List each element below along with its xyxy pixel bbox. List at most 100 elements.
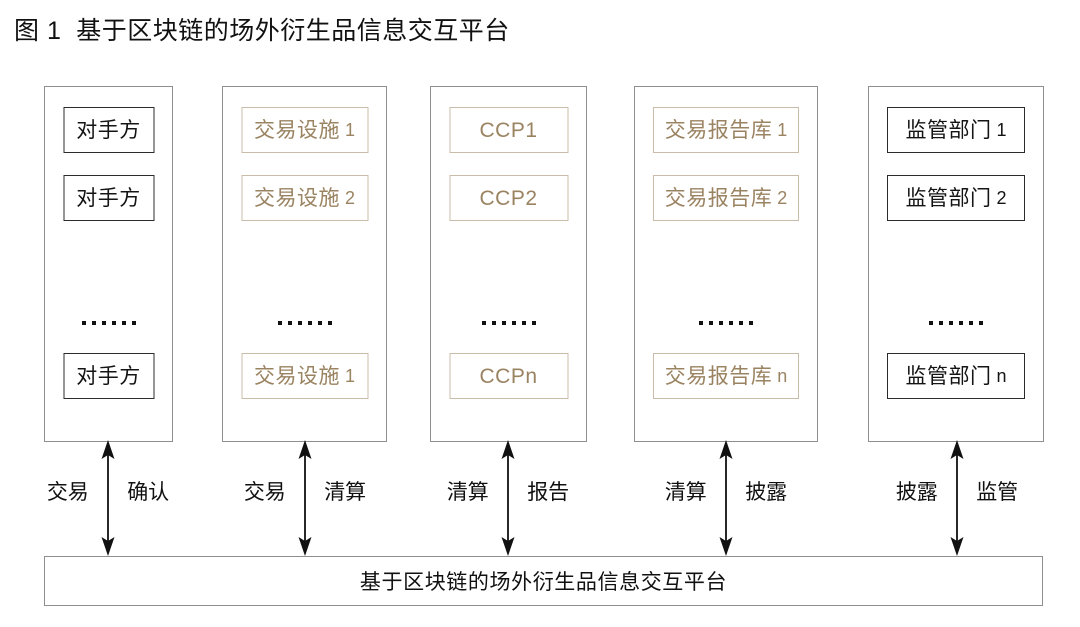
ellipsis-dot <box>91 321 96 325</box>
arrow-label-left: 披露 <box>895 481 938 504</box>
column-counterparty: 对手方对手方对手方 <box>44 86 173 442</box>
ellipsis-dot <box>327 321 332 325</box>
node-label: CCP1 <box>479 118 538 142</box>
double-headed-arrow-icon <box>501 440 515 556</box>
ellipsis-dot <box>949 321 953 325</box>
node-index: 1 <box>344 365 355 386</box>
node-index: n <box>996 365 1007 386</box>
ellipsis-dot <box>939 321 943 325</box>
column-inner: 对手方对手方对手方 <box>45 87 172 441</box>
node-label: 对手方 <box>76 118 141 142</box>
node-label: 监管部门 <box>905 364 992 388</box>
node-ccp-1[interactable]: CCP1 <box>449 107 568 153</box>
arrow-label-right: 披露 <box>745 481 788 504</box>
arrow-label-left: 清算 <box>664 481 707 504</box>
node-label: 监管部门 <box>905 186 992 210</box>
node-index: 1 <box>777 119 788 140</box>
ellipsis-dot <box>929 321 933 325</box>
ellipsis-dot <box>501 321 506 325</box>
ellipsis-dot <box>521 321 526 325</box>
node-label: 交易设施 <box>253 364 340 388</box>
ellipsis-dot <box>121 321 126 325</box>
ellipsis-dot <box>81 321 86 325</box>
arrow-label-right: 确认 <box>127 481 170 504</box>
ellipsis-dot <box>969 321 973 325</box>
ellipsis-dot <box>481 321 486 325</box>
figure-caption: 图 1 基于区块链的场外衍生品信息交互平台 <box>14 17 510 45</box>
ellipsis-icon <box>699 321 753 325</box>
ellipsis-icon <box>277 321 332 325</box>
node-label: CCP2 <box>479 186 538 210</box>
node-label: 对手方 <box>76 186 141 210</box>
ellipsis-dot <box>959 321 963 325</box>
ellipsis-dot <box>531 321 536 325</box>
node-index: 2 <box>996 187 1007 208</box>
node-label: 监管部门 <box>905 118 992 142</box>
node-ccp-2[interactable]: CCP2 <box>449 175 568 221</box>
arrow-clear-disclose: 清算 披露 <box>596 440 856 556</box>
ellipsis-icon <box>481 321 536 325</box>
blockchain-platform-bar: 基于区块链的场外衍生品信息交互平台 <box>44 556 1043 606</box>
node-counterparty-2[interactable]: 对手方 <box>63 175 154 221</box>
node-index: 1 <box>344 119 355 140</box>
double-headed-arrow-icon <box>950 440 964 556</box>
node-label: 交易设施 <box>253 186 340 210</box>
ellipsis-dot <box>287 321 292 325</box>
ellipsis-dot <box>297 321 302 325</box>
node-ccp-3[interactable]: CCPn <box>449 353 568 399</box>
arrow-trade-confirm: 交易 确认 <box>0 440 238 556</box>
ellipsis-dot <box>111 321 116 325</box>
arrow-label-left: 交易 <box>243 481 286 504</box>
node-label: CCPn <box>479 364 538 388</box>
arrow-label-right: 监管 <box>976 481 1019 504</box>
double-headed-arrow-icon <box>298 440 312 556</box>
node-label: 交易报告库 <box>664 186 773 210</box>
node-index: 2 <box>344 187 355 208</box>
node-counterparty-3[interactable]: 对手方 <box>63 353 154 399</box>
arrow-trade-clear: 交易 清算 <box>175 440 435 556</box>
ellipsis-dot <box>719 321 723 325</box>
ellipsis-dot <box>131 321 136 325</box>
ellipsis-dot <box>307 321 312 325</box>
arrow-connectors: 交易确认交易清算清算报告清算披露披露监管 <box>0 440 1080 556</box>
ellipsis-dot <box>749 321 753 325</box>
node-counterparty-1[interactable]: 对手方 <box>63 107 154 153</box>
node-index: 1 <box>996 119 1007 140</box>
node-label: 交易报告库 <box>664 364 773 388</box>
double-headed-arrow-icon <box>719 440 733 556</box>
arrow-label-left: 交易 <box>46 481 89 504</box>
ellipsis-dot <box>511 321 516 325</box>
node-label: 交易设施 <box>253 118 340 142</box>
node-label: 对手方 <box>76 364 141 388</box>
ellipsis-dot <box>101 321 106 325</box>
ellipsis-dot <box>491 321 496 325</box>
ellipsis-icon <box>929 321 983 325</box>
arrow-label-right: 清算 <box>324 481 367 504</box>
ellipsis-dot <box>277 321 282 325</box>
ellipsis-dot <box>979 321 983 325</box>
platform-label: 基于区块链的场外衍生品信息交互平台 <box>359 571 728 594</box>
ellipsis-dot <box>699 321 703 325</box>
ellipsis-dot <box>739 321 743 325</box>
node-index: n <box>777 365 788 386</box>
node-index: 2 <box>777 187 788 208</box>
arrow-disclose-supervise: 披露 监管 <box>827 440 1080 556</box>
